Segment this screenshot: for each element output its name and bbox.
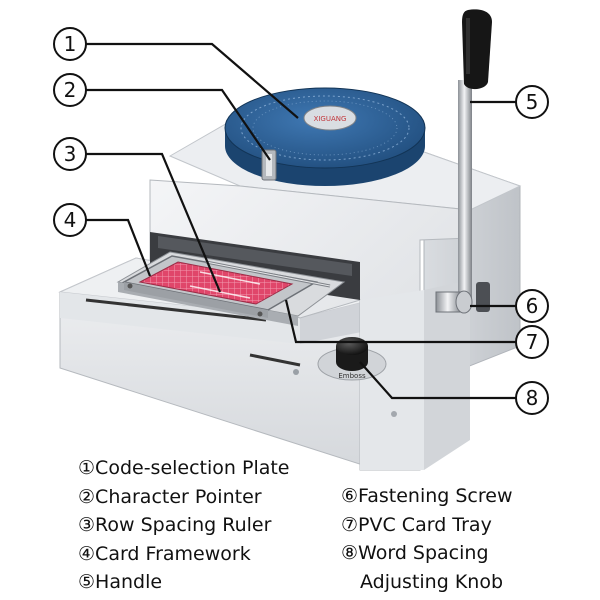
svg-text:5: 5 — [526, 90, 539, 114]
legend-item-8-cont: Adjusting Knob — [360, 570, 504, 593]
legend-item-6: ⑥Fastening Screw — [341, 482, 513, 511]
svg-text:1: 1 — [64, 32, 77, 56]
callout-2: 2 — [53, 73, 87, 107]
legend-label: PVC Card Tray — [358, 513, 492, 536]
leader-line-3 — [86, 152, 222, 293]
callout-1: 1 — [53, 27, 87, 61]
legend-label: Word Spacing — [358, 542, 489, 564]
fastening-screw — [435, 282, 490, 314]
dial-brand-text: XIGUANG — [314, 115, 347, 123]
legend-item-4: ④Card Framework — [78, 540, 290, 569]
legend-label: Card Framework — [95, 542, 251, 565]
knob-label-text: Emboss — [338, 372, 366, 380]
legend-glyph: ① — [78, 457, 96, 479]
leader-line-4 — [86, 218, 152, 277]
legend-label: Character Pointer — [95, 485, 262, 508]
callout-8: 8 — [515, 381, 549, 415]
legend-label: Fastening Screw — [358, 485, 513, 507]
legend-label: Handle — [95, 571, 163, 593]
legend-glyph: ⑧ — [341, 542, 359, 564]
svg-text:7: 7 — [526, 330, 539, 354]
svg-text:6: 6 — [526, 294, 539, 318]
callout-4: 4 — [53, 203, 87, 237]
legend-glyph: ③ — [78, 514, 96, 536]
leader-line-8 — [359, 361, 516, 400]
leader-line-1 — [86, 42, 299, 119]
legend-glyph: ⑤ — [78, 571, 96, 593]
legend-item-2: ②Character Pointer — [78, 483, 290, 512]
character-pointer — [261, 149, 277, 181]
callout-5: 5 — [515, 85, 549, 119]
legend-glyph: ⑦ — [341, 513, 359, 536]
legend-item-1: ①Code-selection Plate — [78, 454, 290, 483]
legend-glyph: ⑥ — [341, 485, 359, 507]
legend-item-5: ⑤Handle — [78, 568, 290, 597]
leader-line-7 — [284, 299, 516, 344]
svg-text:8: 8 — [526, 386, 539, 410]
legend-right: ⑥Fastening Screw ⑦PVC Card Tray ⑧Word Sp… — [341, 482, 513, 596]
callout-6: 6 — [515, 289, 549, 323]
legend-label: Row Spacing Ruler — [95, 514, 272, 536]
legend-item-3: ③Row Spacing Ruler — [78, 511, 290, 540]
handle — [458, 9, 492, 306]
leader-line-2 — [86, 88, 271, 161]
row-spacing-ruler — [205, 260, 331, 288]
legend-glyph: ② — [78, 485, 96, 508]
legend-item-8: ⑧Word Spacing — [341, 539, 513, 568]
legend-item-7: ⑦PVC Card Tray — [341, 511, 513, 540]
legend-left: ①Code-selection Plate ②Character Pointer… — [78, 454, 290, 597]
svg-text:4: 4 — [64, 208, 77, 232]
svg-text:3: 3 — [64, 142, 77, 166]
callout-7: 7 — [515, 325, 549, 359]
leader-lines — [86, 42, 516, 400]
svg-text:2: 2 — [64, 78, 77, 102]
legend-glyph: ④ — [78, 542, 96, 565]
legend-label: Code-selection Plate — [95, 457, 290, 479]
callout-3: 3 — [53, 137, 87, 171]
